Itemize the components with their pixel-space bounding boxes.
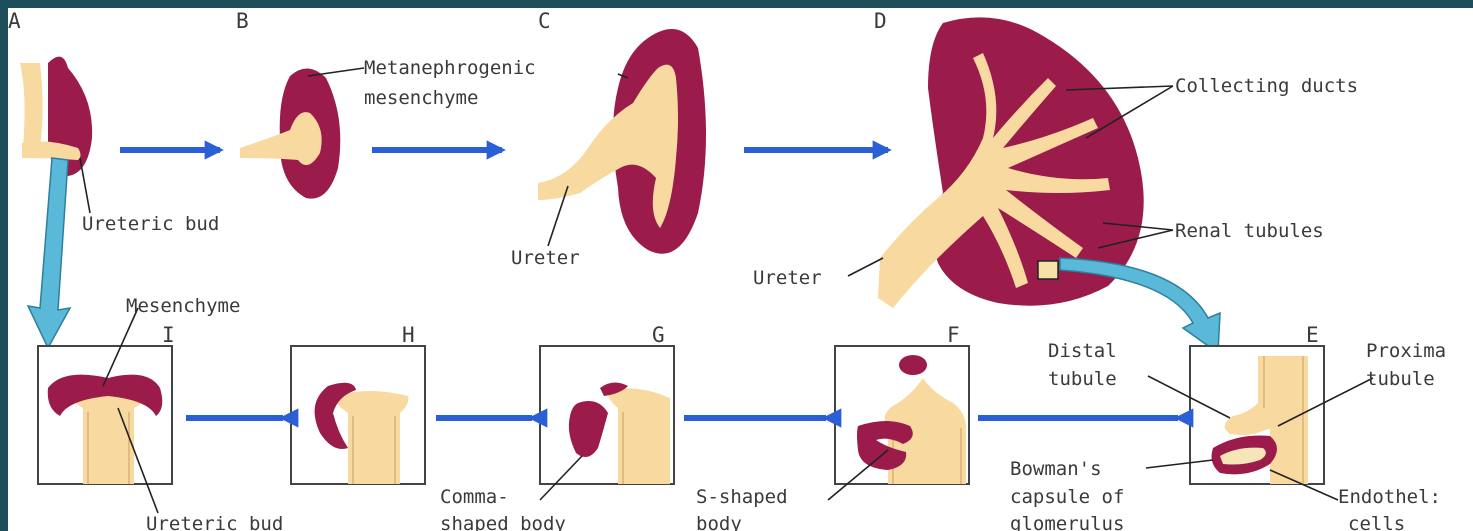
panel-letter-c: C <box>538 9 551 33</box>
label-endothelial-line1: Endothel: <box>1338 486 1441 508</box>
panel-letter-i: I <box>162 323 175 347</box>
label-s-shaped-line2: body <box>696 513 742 531</box>
label-renal-tubules: Renal tubules <box>1175 220 1324 242</box>
label-distal-line2: tubule <box>1048 368 1117 390</box>
label-ureteric-bud-top: Ureteric bud <box>82 213 219 235</box>
stage-b-illustration <box>240 68 340 198</box>
label-collecting-ducts: Collecting ducts <box>1175 75 1358 97</box>
stage-c-illustration <box>538 29 706 254</box>
label-proximal-line1: Proxima <box>1366 340 1446 362</box>
label-ureter-d: Ureter <box>753 267 822 289</box>
label-mesenchyme: Mesenchyme <box>126 295 240 317</box>
panel-letter-a: A <box>8 9 21 33</box>
panel-letter-e: E <box>1306 323 1319 347</box>
kidney-development-diagram: A B C D I H G F E Metanephrogenic mesenc… <box>8 8 1473 531</box>
panel-letter-g: G <box>652 323 665 347</box>
label-comma-line1: Comma- <box>440 486 509 508</box>
callout-arrow-a-to-i <box>28 158 70 348</box>
label-comma-line2: shaped body <box>440 513 566 531</box>
label-distal-line1: Distal <box>1048 340 1117 362</box>
label-endothelial-line2: cells <box>1348 513 1405 531</box>
label-ureteric-bud-bottom: Ureteric bud <box>146 513 283 531</box>
diagram-frame: A B C D I H G F E Metanephrogenic mesenc… <box>8 8 1473 531</box>
panel-letter-h: H <box>402 323 415 347</box>
label-mesenchyme-line2: mesenchyme <box>364 87 478 109</box>
label-bowman-line2: capsule of <box>1010 486 1124 508</box>
label-bowman-line1: Bowman's <box>1010 458 1102 480</box>
label-metanephrogenic: Metanephrogenic <box>364 57 536 79</box>
label-s-shaped-line1: S-shaped <box>696 486 788 508</box>
label-ureter-c: Ureter <box>511 247 580 269</box>
label-bowman-line3: glomerulus <box>1010 513 1124 531</box>
label-proximal-line2: tubule <box>1366 368 1435 390</box>
panel-letter-b: B <box>236 9 249 33</box>
callout-arrow-d-to-e <box>1060 258 1220 353</box>
panel-letter-d: D <box>874 9 887 33</box>
panel-letter-f: F <box>947 323 960 347</box>
